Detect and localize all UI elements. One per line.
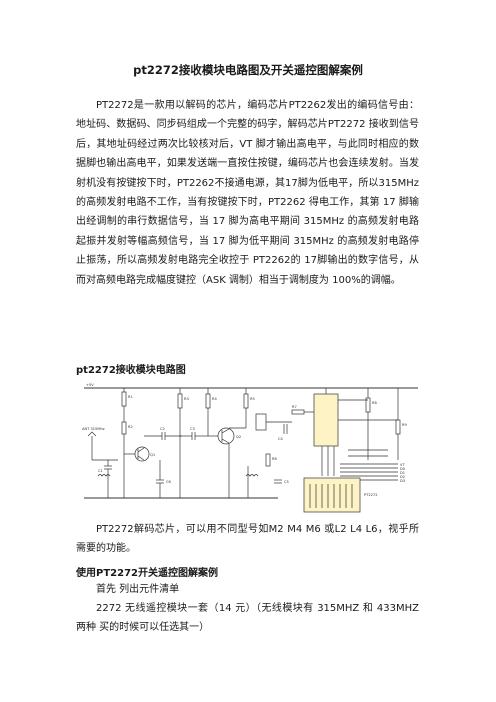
intro-paragraph-text: PT2272是一款用以解码的芯片，编码芯片PT2262发出的编码信号由：地址码、… — [76, 100, 419, 286]
label-r4: R4 — [212, 397, 217, 401]
label-r9: R9 — [402, 423, 407, 427]
resistor-r9 — [395, 419, 401, 435]
wire — [221, 428, 230, 434]
list-item-1: 2272 无线遥控模块一套（14 元）（无线模块有 315MHZ 和 433MH… — [76, 599, 419, 638]
resistor-r3 — [177, 393, 183, 409]
decoder-ic-top — [313, 393, 339, 447]
output-label-d3: D3 — [400, 479, 405, 483]
label-c6: C6 — [166, 480, 172, 484]
document-title: pt2272接收模块电路图及开关遥控图解案例 — [133, 63, 363, 77]
section-heading-example: 使用PT2272开关遥控图解案例 — [76, 568, 218, 579]
wire — [137, 447, 145, 453]
label-q1: Q1 — [150, 453, 155, 457]
label-r7: R7 — [292, 405, 297, 409]
output-label-vt: VT — [400, 463, 405, 467]
wire — [137, 455, 145, 461]
label-r1: R1 — [128, 395, 133, 399]
circuit-caption-text: PT2272解码芯片，可以用不同型号如M2 M4 M6 或L2 L4 L6，视乎… — [76, 524, 419, 555]
list-intro-text: 首先 列出元件清单 — [96, 584, 180, 595]
resistor-r6 — [265, 453, 271, 467]
antenna-label: ANT 315Mhz — [82, 427, 105, 431]
resistor-r7 — [291, 409, 305, 415]
list-intro: 首先 列出元件清单 — [76, 580, 419, 599]
antenna-icon — [87, 431, 97, 437]
list-item-1-text: 2272 无线遥控模块一套（14 元）（无线模块有 315MHZ 和 433MH… — [76, 603, 419, 634]
receiver-circuit-diagram: +5V R1 R2 ANT 315Mhz C1 — [78, 380, 430, 516]
chip-label: PT2272 — [364, 493, 378, 497]
label-c5: C5 — [284, 480, 289, 484]
resistor-r5 — [243, 393, 249, 409]
circuit-schematic: +5V R1 R2 ANT 315Mhz C1 — [82, 383, 418, 513]
label-r3: R3 — [184, 397, 189, 401]
label-r5: R5 — [250, 397, 255, 401]
label-c1: C1 — [98, 469, 103, 473]
intro-paragraph: PT2272是一款用以解码的芯片，编码芯片PT2262发出的编码信号由：地址码、… — [76, 96, 419, 290]
section-heading-circuit: pt2272接收模块电路图 — [76, 365, 186, 376]
output-label-d2: D2 — [400, 475, 405, 479]
output-label-d1: D1 — [400, 471, 405, 475]
label-r6: R6 — [272, 457, 277, 461]
pt2272-chip — [303, 477, 361, 513]
wire — [221, 438, 230, 444]
label-r8: R8 — [372, 401, 377, 405]
resistor-r2 — [121, 421, 127, 435]
label-q2: Q2 — [236, 435, 241, 439]
supply-label: +5V — [86, 383, 94, 387]
label-r2: R2 — [128, 425, 133, 429]
label-c2: C2 — [160, 427, 165, 431]
resistor-r1 — [121, 391, 127, 407]
resistor-r4 — [205, 393, 211, 409]
label-c3: C3 — [190, 427, 195, 431]
inductor-coil — [97, 474, 111, 477]
label-c4: C4 — [278, 437, 284, 441]
comparator-block — [255, 413, 267, 431]
output-label-d0: D0 — [400, 467, 406, 471]
circuit-caption: PT2272解码芯片，可以用不同型号如M2 M4 M6 或L2 L4 L6，视乎… — [76, 520, 419, 559]
